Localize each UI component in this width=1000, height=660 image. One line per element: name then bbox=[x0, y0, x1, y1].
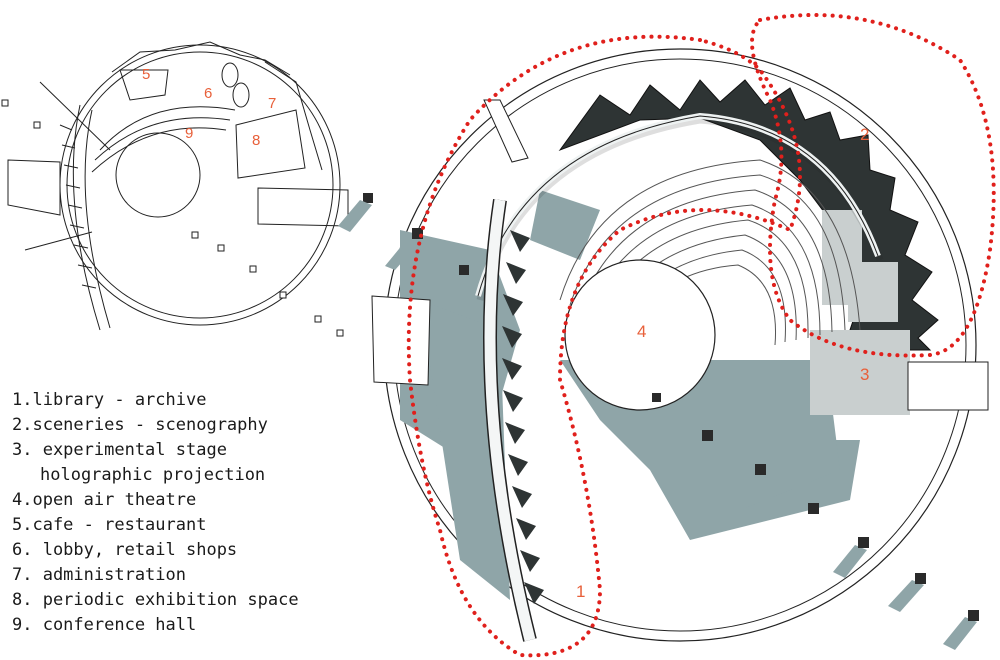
small-plan-top-wall bbox=[111, 41, 291, 76]
small-plan-label-8: 8 bbox=[252, 132, 260, 149]
library-spine bbox=[484, 199, 536, 642]
zone-outlines bbox=[406, 13, 996, 658]
zone-1-outline bbox=[406, 34, 802, 658]
zone-2-outline bbox=[750, 13, 996, 358]
small-plan-marker bbox=[249, 265, 257, 273]
legend: 1.library - archive 2.sceneries - scenog… bbox=[12, 388, 299, 638]
small-plan-label-9: 9 bbox=[185, 125, 193, 142]
legend-item-sceneries: 2.sceneries - scenography bbox=[12, 415, 268, 435]
roof-arc-edge bbox=[477, 115, 879, 297]
small-plan-label-5: 5 bbox=[142, 66, 150, 83]
north-wing bbox=[483, 99, 529, 163]
legend-item-conference-hall: 9. conference hall bbox=[12, 615, 197, 635]
concrete-patches bbox=[810, 210, 910, 415]
small-plan-west-wing bbox=[7, 159, 61, 216]
small-plan-label-7: 7 bbox=[268, 95, 276, 112]
small-plan-teeth bbox=[59, 124, 97, 289]
small-plan-marker bbox=[314, 315, 322, 323]
small-plan-arc-3 bbox=[91, 127, 227, 173]
small-plan-room-8 bbox=[235, 109, 306, 179]
zone-label-2: 2 bbox=[860, 125, 869, 144]
legend-item-administration: 7. administration bbox=[12, 565, 186, 585]
legend-item-open-air-theatre: 4.open air theatre bbox=[12, 490, 197, 510]
small-plan-room-5 bbox=[119, 69, 169, 101]
legend-item-holographic-projection: holographic projection bbox=[40, 465, 266, 485]
legend-item-lobby: 6. lobby, retail shops bbox=[12, 540, 238, 560]
small-plan-arc-1 bbox=[99, 106, 236, 151]
small-plan-label-6: 6 bbox=[204, 85, 212, 102]
small-plan-column-2 bbox=[232, 82, 250, 108]
small-plan-right-wall bbox=[264, 61, 323, 171]
zone-label-4: 4 bbox=[637, 322, 646, 341]
legend-item-cafe: 5.cafe - restaurant bbox=[12, 515, 207, 535]
small-plan-marker bbox=[336, 329, 344, 337]
east-wing bbox=[907, 361, 989, 411]
legend-item-library: 1.library - archive bbox=[12, 390, 207, 410]
legend-item-experimental-stage: 3. experimental stage bbox=[12, 440, 227, 460]
small-plan-diagonal-1 bbox=[39, 81, 111, 151]
small-plan-marker-shadow bbox=[338, 200, 372, 232]
west-wing bbox=[371, 295, 431, 386]
open-air-theatre bbox=[564, 259, 716, 411]
small-plan-marker bbox=[279, 291, 287, 299]
zone-label-1: 1 bbox=[576, 582, 585, 601]
small-plan-arc-2 bbox=[94, 117, 231, 161]
small-plan-marker bbox=[191, 231, 199, 239]
library-teeth bbox=[502, 230, 544, 604]
small-plan-marker bbox=[33, 121, 41, 129]
zone-label-3: 3 bbox=[860, 365, 869, 384]
small-plan-spine-outer bbox=[72, 104, 101, 331]
small-plan-spine-inner bbox=[84, 109, 111, 329]
small-plan-marker bbox=[1, 99, 9, 107]
markers bbox=[385, 228, 979, 650]
small-plan-diagonal-2 bbox=[24, 231, 93, 251]
small-plan-marker bbox=[217, 244, 225, 252]
small-plan-column-1 bbox=[221, 62, 239, 88]
small-plan-dark-marker bbox=[363, 193, 373, 203]
legend-item-exhibition: 8. periodic exhibition space bbox=[12, 590, 299, 610]
